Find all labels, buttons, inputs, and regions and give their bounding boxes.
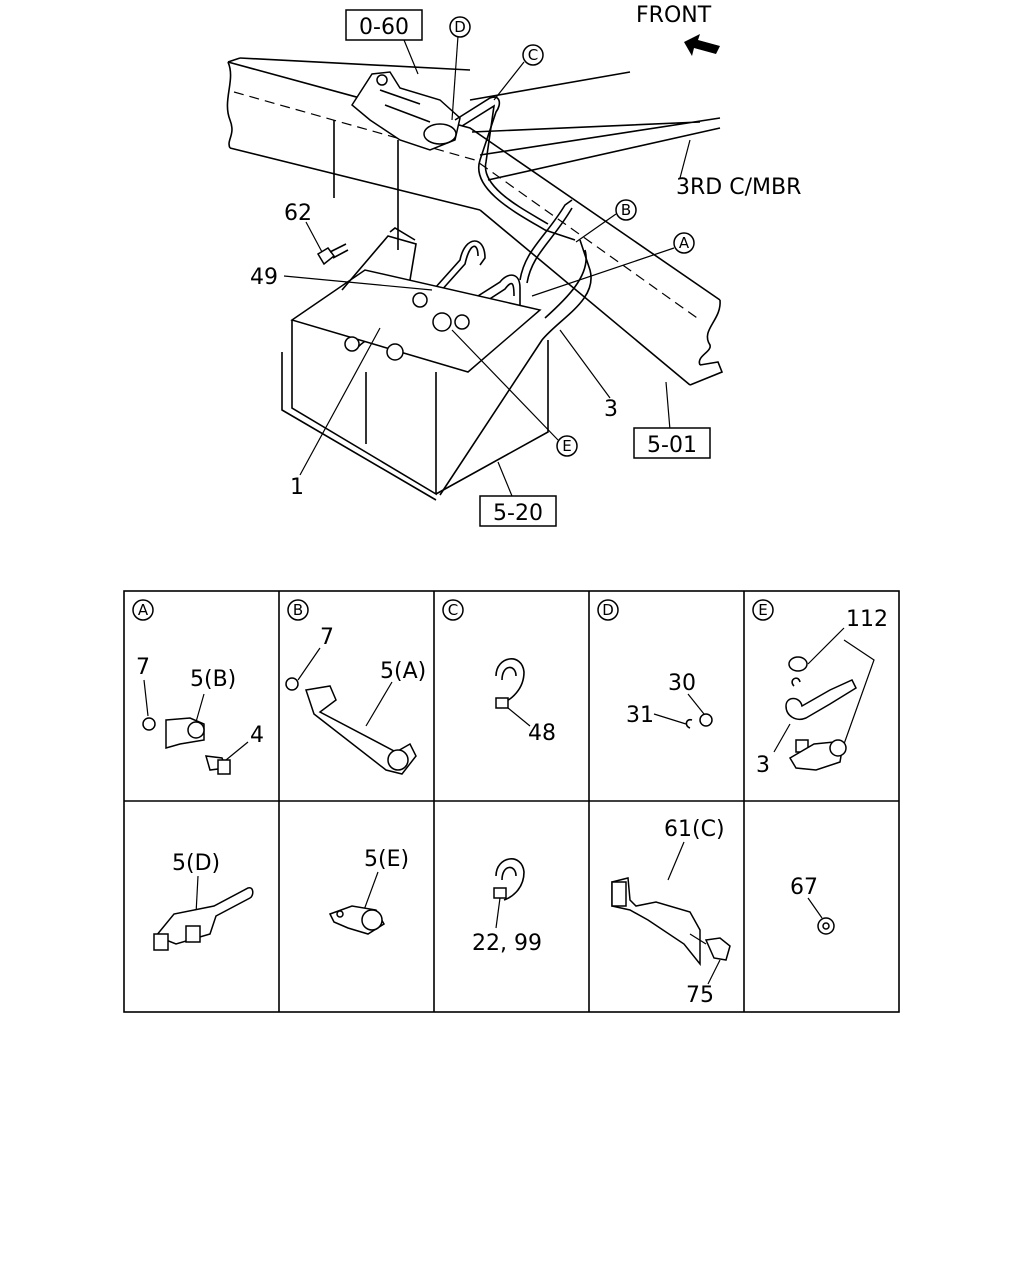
detail-cell-i: 61(C) 75	[611, 817, 731, 1008]
detail-cell-d: D 30 31	[597, 599, 713, 729]
detail-cell-c: C 48	[442, 599, 556, 746]
svg-text:75: 75	[686, 983, 714, 1008]
detail-cell-h: 22, 99	[472, 858, 542, 956]
svg-text:31: 31	[626, 703, 654, 728]
callout-a[interactable]: A	[673, 232, 695, 254]
svg-text:B: B	[293, 601, 303, 619]
svg-text:5-20: 5-20	[493, 501, 543, 526]
svg-text:48: 48	[528, 721, 556, 746]
svg-text:5(D): 5(D)	[172, 851, 220, 876]
detail-cell-b: B 7 5(A)	[285, 599, 426, 775]
svg-text:A: A	[679, 234, 690, 252]
callout-e[interactable]: E	[556, 435, 578, 457]
front-label: FRONT	[636, 3, 712, 28]
svg-text:C: C	[528, 46, 538, 64]
callout-b[interactable]: B	[615, 199, 637, 221]
ref-box-5-20[interactable]: 5-20	[479, 495, 557, 527]
svg-text:112: 112	[846, 607, 888, 632]
front-arrow-icon	[684, 34, 720, 56]
starter-motor	[351, 71, 461, 151]
svg-text:5(A): 5(A)	[380, 659, 426, 684]
member-label: 3RD C/MBR	[676, 175, 801, 200]
leader-lines	[283, 35, 691, 497]
ref-box-0-60[interactable]: 0-60	[345, 9, 423, 41]
svg-text:7: 7	[136, 655, 150, 680]
svg-text:C: C	[448, 601, 458, 619]
detail-cell-a: A 7 5(B) 4	[132, 599, 264, 775]
part-label-62: 62	[284, 201, 312, 226]
battery-cables	[354, 96, 592, 496]
svg-text:7: 7	[320, 625, 334, 650]
cross-member	[469, 71, 721, 181]
svg-text:E: E	[758, 601, 767, 619]
svg-text:22, 99: 22, 99	[472, 931, 542, 956]
battery-box	[281, 227, 549, 501]
detail-cell-e: E 112 3	[752, 599, 888, 778]
svg-text:30: 30	[668, 671, 696, 696]
svg-text:4: 4	[250, 723, 264, 748]
svg-text:D: D	[454, 18, 466, 36]
svg-text:61(C): 61(C)	[664, 817, 725, 842]
svg-text:D: D	[602, 601, 614, 619]
part-label-1: 1	[290, 475, 304, 500]
detail-cell-f: 5(D)	[153, 851, 254, 951]
svg-text:5-01: 5-01	[647, 433, 697, 458]
detail-cell-g: 5(E)	[328, 847, 409, 935]
svg-text:E: E	[562, 437, 571, 455]
detail-cell-j: 67	[790, 875, 835, 935]
svg-text:A: A	[138, 601, 149, 619]
part-label-49: 49	[250, 265, 278, 290]
ref-box-5-01[interactable]: 5-01	[633, 427, 711, 459]
svg-text:3: 3	[756, 753, 770, 778]
callout-d[interactable]: D	[449, 16, 471, 38]
bolt-62	[316, 243, 349, 266]
detail-grid: A 7 5(B) 4 B 7 5(A) C	[123, 590, 900, 1013]
part-label-3: 3	[604, 397, 618, 422]
svg-text:5(B): 5(B)	[190, 667, 236, 692]
svg-text:0-60: 0-60	[359, 15, 409, 40]
svg-text:B: B	[621, 201, 631, 219]
callout-c[interactable]: C	[522, 44, 544, 66]
svg-text:67: 67	[790, 875, 818, 900]
svg-text:5(E): 5(E)	[364, 847, 409, 872]
main-assembly: FRONT	[226, 3, 801, 527]
